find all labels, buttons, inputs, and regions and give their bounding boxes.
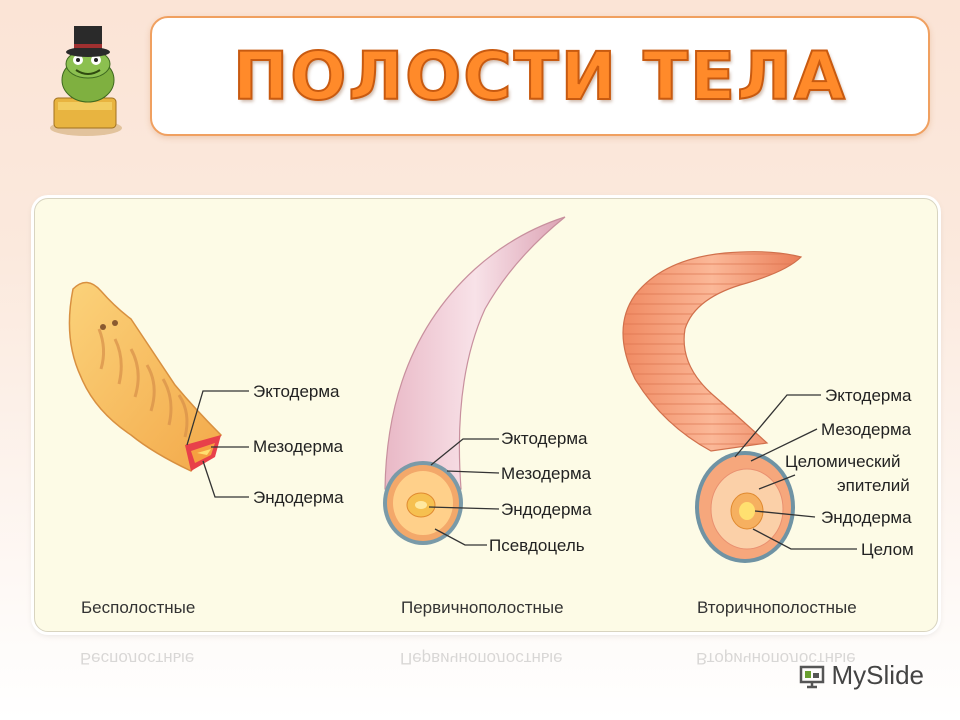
- caption-coelomate: Вторичнополостные: [697, 598, 857, 617]
- label-pseudocoel: Псевдоцель: [489, 536, 585, 555]
- label-ectoderm-2: Эктодерма: [501, 429, 588, 448]
- label-endoderm-2: Эндодерма: [501, 500, 592, 519]
- logo-text: MySlide: [831, 660, 924, 690]
- acoelomate-figure: [68, 281, 223, 472]
- watermark-logo: MySlide: [798, 660, 924, 691]
- coelomate-leaders: [734, 394, 857, 550]
- reflection-caption-2: Первичнополостные: [400, 649, 563, 668]
- caption-pseudocoelomate: Первичнополостные: [401, 598, 564, 617]
- acoelomate-leaders: [186, 390, 249, 498]
- label-mesoderm-2: Мезодерма: [501, 464, 592, 483]
- diagram-panel: Эктодерма Мезодерма Эндодерма Бесполостн…: [34, 198, 938, 632]
- label-endoderm-3: Эндодерма: [821, 508, 912, 527]
- label-mesoderm-1: Мезодерма: [253, 437, 344, 456]
- reflection-caption-1: Бесполостные: [80, 649, 195, 668]
- label-coelom: Целом: [861, 540, 914, 559]
- page-title: ПОЛОСТИ ТЕЛА: [232, 37, 847, 116]
- caption-acoelomate: Бесполостные: [81, 598, 195, 617]
- slide-logo-icon: [799, 665, 824, 688]
- label-mesoderm-3: Мезодерма: [821, 420, 912, 439]
- label-coelomic-epithelium-2: эпителий: [837, 476, 910, 495]
- pseudocoelomate-figure: [383, 216, 566, 545]
- pseudocoelomate-leaders: [428, 438, 500, 546]
- title-banner: ПОЛОСТИ ТЕЛА: [150, 16, 930, 136]
- body-cavity-diagram: Эктодерма Мезодерма Эндодерма Бесполостн…: [68, 216, 914, 617]
- label-ectoderm-3: Эктодерма: [825, 386, 912, 405]
- coelomate-figure: [622, 251, 803, 563]
- label-ectoderm-1: Эктодерма: [253, 382, 340, 401]
- mascot-frog-icon: [50, 26, 122, 136]
- label-endoderm-1: Эндодерма: [253, 488, 344, 507]
- label-coelomic-epithelium-1: Целомический: [785, 452, 900, 471]
